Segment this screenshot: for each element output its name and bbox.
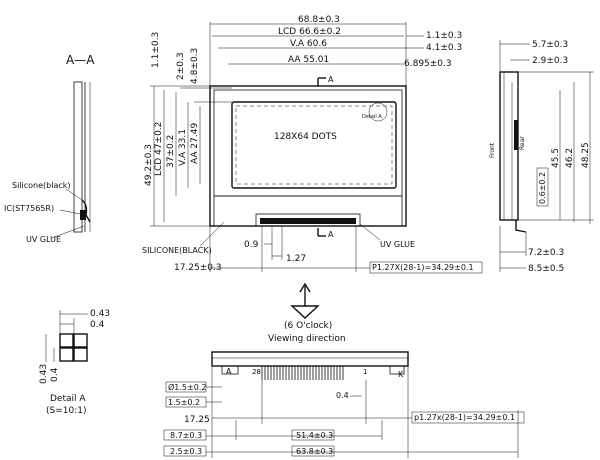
backlight-pin-k [389, 365, 405, 375]
dim-0-6-box [536, 167, 549, 207]
b-2-5-box [163, 445, 207, 457]
b-pitch-box [411, 411, 525, 424]
dim-b-1-5: 1.5±0.2 [168, 398, 200, 407]
dim-side-48-25: 48.25 [581, 142, 591, 168]
viewing-direction-text: Viewing direction [268, 334, 346, 344]
active-area [235, 105, 393, 185]
dim-v-4-8: 4.8±0.3 [190, 48, 200, 84]
bottom-view: A K 28 1 Ø1.5±0.2 1.5±0.2 0.4 17.25 p1.2… [163, 351, 525, 458]
ic-chip-mark [80, 210, 86, 220]
orientation-text: (6 O'clock) [284, 321, 332, 331]
dim-side-0-6: 0.6±0.2 [538, 172, 547, 204]
front-label: Front [489, 142, 496, 158]
silicone-bottom-label: SILICONE(BLACK) [142, 246, 212, 255]
viewing-direction-symbol: (6 O'clock) Viewing direction [268, 282, 346, 344]
dim-detail-0-43: 0.43 [90, 309, 110, 319]
dim-b-2-5: 2.5±0.3 [170, 447, 202, 456]
dim-1-27: 1.27 [286, 254, 306, 264]
dim-aa-width: AA 55.01 [288, 55, 329, 65]
pin-28-label: 28 [252, 368, 261, 376]
dim-b-0-4: 0.4 [336, 391, 349, 400]
detail-pixel-1 [59, 333, 74, 348]
b-51-4-box [291, 429, 335, 441]
detail-pixel-3 [59, 347, 74, 362]
dim-overall-width: 68.8±0.3 [298, 15, 340, 25]
dim-lcd-width: LCD 66.6±0.2 [278, 27, 341, 37]
pin-a-label: A [226, 367, 232, 376]
dim-v-1-1: 1.1±0.3 [151, 32, 161, 68]
pitch-box [369, 261, 483, 274]
dim-b-51-4: 51.4±0.3 [296, 431, 333, 440]
dim-side-46-2: 46.2 [565, 148, 575, 168]
rear-label: Rear [519, 136, 526, 150]
section-mark-top: A [328, 75, 334, 84]
dim-b-17-25: 17.25 [184, 415, 210, 425]
dim-side-5-7: 5.7±0.3 [532, 40, 568, 50]
uv-glue-left-label: UV GLUE [26, 235, 61, 244]
dim-0-9: 0.9 [244, 240, 259, 250]
dim-side-45-5: 45.5 [551, 148, 561, 168]
pin-k-label: K [398, 370, 404, 379]
module-outline [209, 85, 407, 227]
screen-text: 128X64 DOTS [274, 132, 337, 142]
dim-b-pitch: p1.27x(28-1)=34.29±0.1 [414, 413, 515, 422]
dim-detail-v-0-4: 0.4 [50, 367, 60, 382]
dim-b-63-8: 63.8±0.3 [296, 447, 333, 456]
dim-v-lcd-47: LCD 47±0.2 [154, 122, 164, 176]
b-8-7-box [163, 429, 207, 441]
bottom-module-outline [211, 351, 409, 367]
dim-side-2-9: 2.9±0.3 [532, 56, 568, 66]
pin-row [260, 218, 356, 224]
dim-b-dia: Ø1.5±0.2 [168, 382, 206, 392]
dim-v-2: 2±0.3 [176, 52, 186, 80]
silicone-left-label: Silicone(black) [12, 181, 71, 190]
uv-glue-bottom-label: UV GLUE [380, 240, 415, 249]
dim-side-8-5: 8.5±0.5 [528, 264, 564, 274]
section-hatched-glass [73, 81, 83, 233]
dim-v-aa-27: AA 27.49 [190, 123, 200, 164]
dim-detail-0-4: 0.4 [90, 320, 105, 330]
detail-a-tag: Detail A [362, 114, 382, 120]
viewing-area [231, 101, 397, 189]
dim-4-1: 4.1±0.3 [426, 43, 462, 53]
backlight-pin-a [221, 365, 239, 375]
side-ic-mark [514, 120, 518, 150]
detail-a-title: Detail A [50, 394, 86, 404]
detail-pixel-2 [73, 333, 88, 348]
section-a-a-title: A—A [66, 53, 95, 67]
dim-detail-v-0-43: 0.43 [39, 364, 49, 384]
detail-a-view: 0.43 0.4 0.43 0.4 Detail A (S=10:1) [39, 309, 110, 416]
section-a-a-view: A—A Silicone(black) IC(ST7565R) UV GLUE [4, 53, 95, 244]
dim-6-895: 6.895±0.3 [404, 59, 452, 69]
detail-a-scale: (S=10:1) [46, 406, 87, 416]
dim-pitch: P1.27X(28-1)=34.29±0.1 [372, 263, 474, 272]
dim-side-7-2: 7.2±0.3 [528, 248, 564, 258]
dim-b-8-7: 8.7±0.3 [170, 431, 202, 440]
dim-17-25: 17.25±0.3 [174, 263, 222, 273]
b-63-8-box [291, 445, 335, 457]
dim-v-va-33: V.A 33.1 [178, 129, 188, 166]
detail-pixel-4 [73, 347, 88, 362]
ic-label: IC(ST7565R) [4, 204, 54, 213]
bottom-pins [261, 366, 344, 380]
detail-a-circle [368, 102, 388, 122]
side-view: Front Rear 5.7±0.3 2.9±0.3 45.5 46.2 48.… [489, 40, 594, 274]
pin-1-label: 1 [363, 368, 367, 376]
dim-v-49-2: 49.2±0.3 [144, 144, 154, 186]
dim-v-37: 37±0.2 [166, 135, 176, 168]
front-view: 68.8±0.3 LCD 66.6±0.2 V.A 60.6 AA 55.01 … [142, 15, 483, 274]
section-mark-bottom: A [328, 230, 334, 239]
dim-1-1: 1.1±0.3 [426, 31, 462, 41]
fpc-connector [255, 213, 361, 227]
dim-va-width: V.A 60.6 [290, 39, 327, 49]
